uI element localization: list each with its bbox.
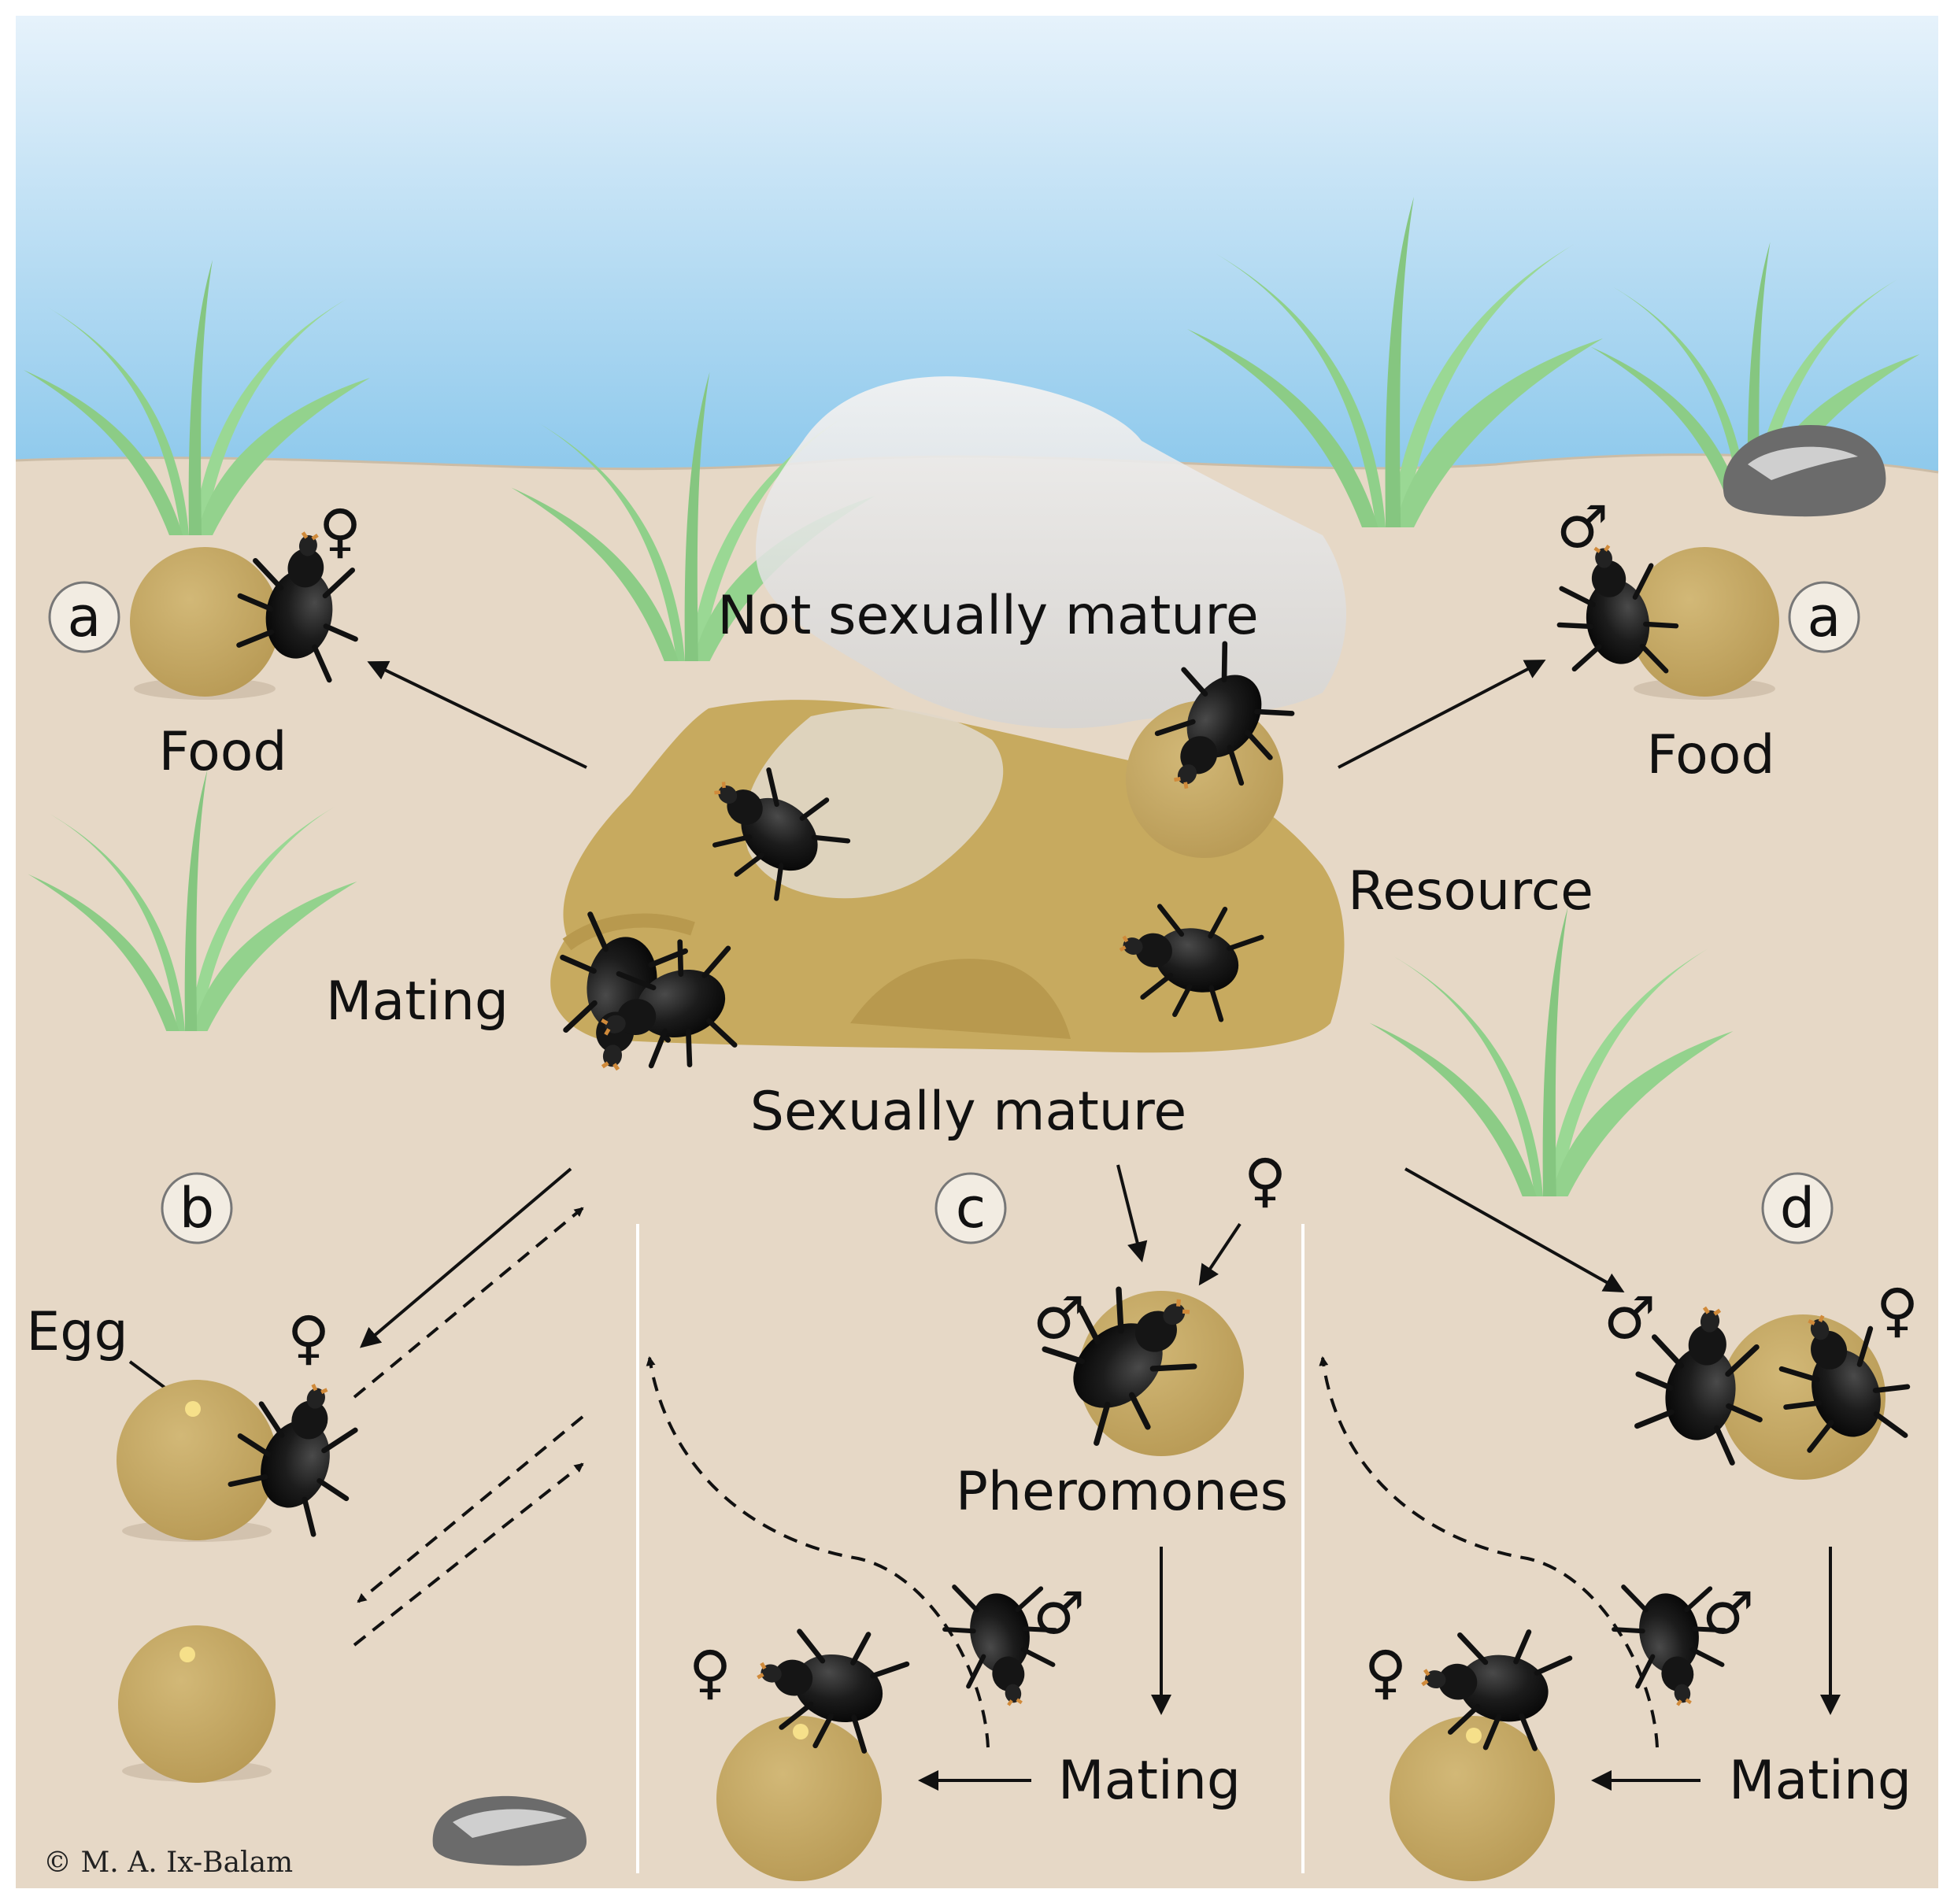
brood-ball bbox=[1390, 1716, 1555, 1881]
panel-d-letter: d bbox=[1780, 1176, 1815, 1240]
arrow-to-panel-d bbox=[1404, 1167, 1625, 1292]
not-sexually-mature-label: Not sexually mature bbox=[717, 585, 1258, 647]
egg bbox=[1466, 1728, 1482, 1743]
female-symbol: ♀ bbox=[1876, 1277, 1919, 1344]
brood-ball bbox=[117, 1380, 277, 1540]
dung-ball bbox=[130, 547, 279, 697]
egg bbox=[185, 1401, 201, 1417]
dung-ball bbox=[1630, 547, 1779, 697]
dashed-return-arrow bbox=[357, 1415, 584, 1603]
brood-ball bbox=[716, 1716, 882, 1881]
rock-bottom-left bbox=[432, 1795, 587, 1866]
food-left-label: Food bbox=[158, 721, 287, 783]
panel-a-left-badge: a bbox=[48, 581, 120, 653]
panel-b-badge: b bbox=[161, 1172, 233, 1244]
female-symbol: ♀ bbox=[689, 1639, 731, 1706]
dashed-return-arrow bbox=[353, 1207, 584, 1399]
copyright-credit: © M. A. Ix-Balam bbox=[43, 1847, 293, 1879]
egg-label: Egg bbox=[26, 1301, 128, 1363]
arrow-to-food-right bbox=[1338, 660, 1546, 769]
female-symbol: ♀ bbox=[287, 1304, 330, 1372]
egg bbox=[793, 1724, 809, 1739]
panel-c-badge: c bbox=[934, 1172, 1007, 1244]
dung-tunnel bbox=[850, 959, 1071, 1039]
arrow-to-panel-c bbox=[1116, 1164, 1148, 1263]
resource-label: Resource bbox=[1348, 860, 1593, 922]
sexually-mature-label: Sexually mature bbox=[750, 1081, 1186, 1143]
male-symbol: ♂ bbox=[1033, 1285, 1085, 1352]
panel-c-letter: c bbox=[956, 1176, 986, 1240]
egg bbox=[179, 1647, 195, 1662]
arrow-to-panel-b bbox=[359, 1167, 572, 1348]
brood-ball bbox=[118, 1625, 276, 1783]
male-symbol: ♂ bbox=[1556, 494, 1608, 561]
dung-tunnel bbox=[562, 913, 695, 951]
female-symbol: ♀ bbox=[319, 497, 361, 565]
rock-top-right bbox=[1723, 425, 1886, 517]
not-mature-zone bbox=[756, 376, 1346, 729]
arrow-female-attracted bbox=[1198, 1222, 1242, 1286]
panel-d-badge: d bbox=[1761, 1172, 1834, 1244]
mating-d-label: Mating bbox=[1729, 1750, 1911, 1812]
panel-a-right-badge: a bbox=[1788, 581, 1860, 653]
dashed-return-arrow bbox=[353, 1462, 584, 1647]
panel-a-right-letter: a bbox=[1808, 585, 1841, 649]
mating-c-label: Mating bbox=[1058, 1750, 1241, 1812]
dashed-return-arrow bbox=[646, 1356, 990, 1748]
mating-center-label: Mating bbox=[326, 970, 509, 1033]
male-symbol: ♂ bbox=[1033, 1580, 1085, 1647]
male-symbol: ♂ bbox=[1604, 1285, 1656, 1352]
male-symbol: ♂ bbox=[1702, 1580, 1754, 1647]
pheromones-label: Pheromones bbox=[956, 1461, 1288, 1523]
female-symbol: ♀ bbox=[1364, 1639, 1407, 1706]
arrow-to-food-left bbox=[367, 660, 587, 769]
panel-a-left-letter: a bbox=[68, 585, 102, 649]
panel-b-letter: b bbox=[179, 1176, 214, 1240]
dashed-return-arrow bbox=[1319, 1356, 1659, 1748]
female-symbol: ♀ bbox=[1244, 1147, 1286, 1214]
food-right-label: Food bbox=[1646, 724, 1775, 786]
